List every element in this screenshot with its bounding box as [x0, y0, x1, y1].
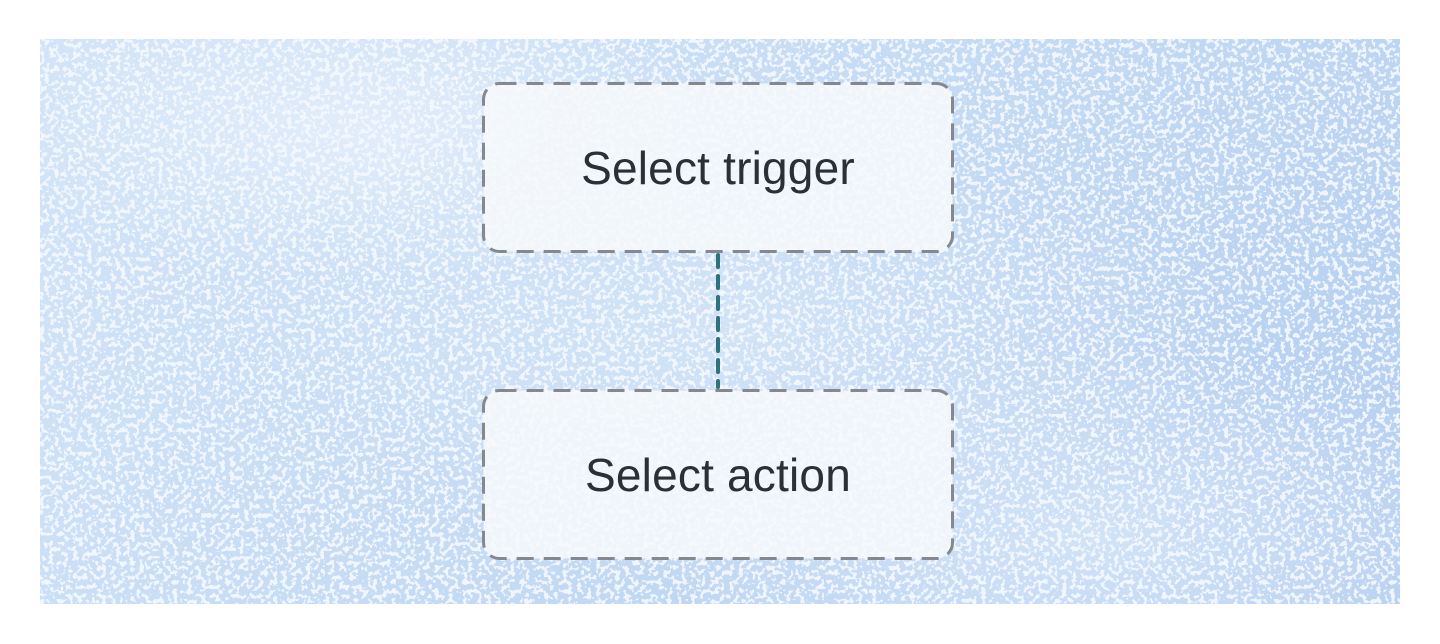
select-action-node[interactable]: Select action [482, 389, 954, 560]
trigger-node-border [482, 82, 954, 253]
action-node-label: Select action [585, 448, 851, 501]
action-node-border [482, 389, 954, 560]
connector-line [716, 253, 720, 389]
select-trigger-node[interactable]: Select trigger [482, 82, 954, 253]
workflow-canvas[interactable]: Select trigger Select action [40, 39, 1400, 604]
trigger-node-label: Select trigger [581, 141, 855, 194]
